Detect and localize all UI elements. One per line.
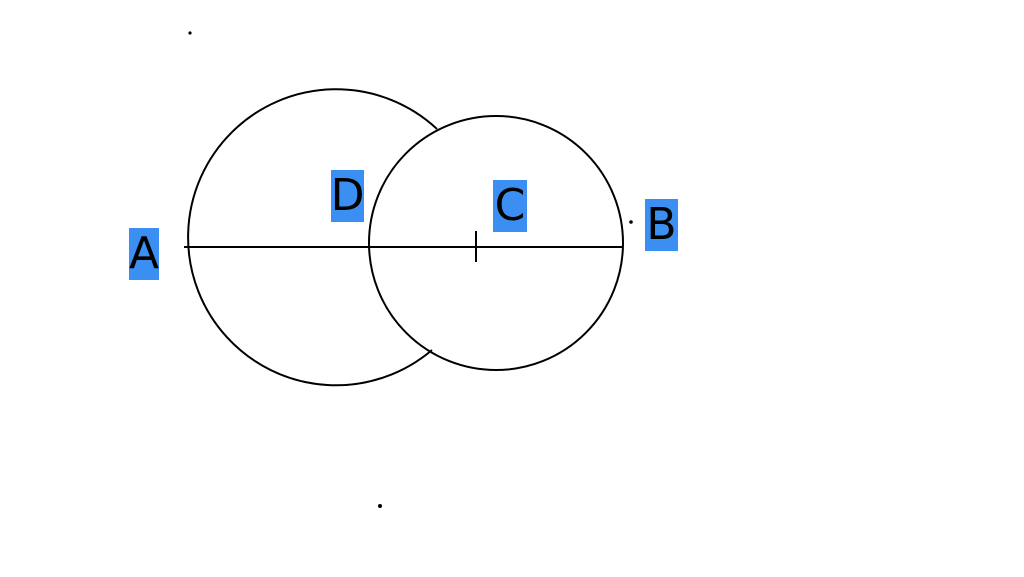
point-b-dot[interactable] (629, 220, 633, 224)
point-label-b[interactable]: B (645, 199, 678, 251)
point-label-d[interactable]: D (330, 170, 365, 222)
stray-point[interactable] (188, 31, 192, 35)
point-label-c[interactable]: C (493, 180, 527, 232)
point-label-a[interactable]: A (128, 228, 160, 280)
stray-point[interactable] (378, 504, 382, 508)
small-circle[interactable] (368, 115, 624, 371)
large-circle-arc[interactable] (187, 88, 438, 387)
